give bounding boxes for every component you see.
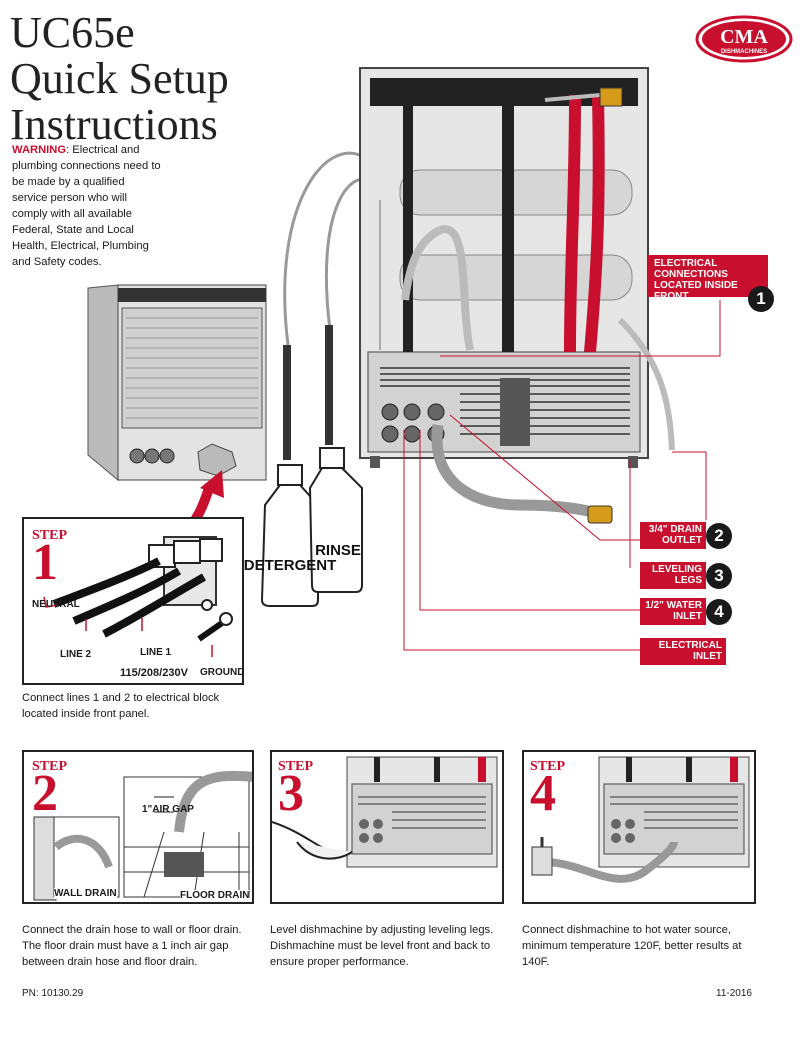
- step2-word: STEP: [32, 759, 68, 774]
- page-title: UC65e Quick Setup Instructions: [10, 10, 229, 148]
- callout-4-line-1: 1/2" WATER: [645, 600, 702, 611]
- step2-caption: Connect the drain hose to wall or floor …: [22, 924, 242, 968]
- step1-caption: Connect lines 1 and 2 to electrical bloc…: [22, 692, 220, 720]
- callout-2-line-1: 3/4" DRAIN: [648, 524, 702, 535]
- step1-number: 1: [32, 534, 58, 591]
- cma-logo: CMA DISHMACHINES: [695, 14, 793, 64]
- logo-brand: CMA: [720, 26, 768, 48]
- callout-number-1: 1: [748, 286, 774, 312]
- step1-label-neutral: NEUTRAL: [32, 599, 80, 610]
- title-line-3: Instructions: [10, 100, 218, 149]
- rinse-bottle: [308, 447, 363, 593]
- step1-illustration: [43, 536, 233, 657]
- callout-3-line-2: LEGS: [674, 575, 702, 586]
- step1-label-line1: LINE 1: [140, 647, 172, 658]
- step4-panel: STEP 4: [522, 750, 756, 904]
- step1-voltage: 115/208/230V: [120, 667, 188, 679]
- callout-number-3: 3: [706, 563, 732, 589]
- title-line-2: Quick Setup: [10, 54, 229, 103]
- part-number: PN: 10130.29: [22, 988, 84, 999]
- callout-5-line-2: INLET: [693, 651, 722, 662]
- callout-5-line-1: ELECTRICAL: [658, 640, 722, 651]
- step1-label-line2: LINE 2: [60, 649, 92, 660]
- step1-label-ground: GROUND: [200, 667, 245, 678]
- callout-drain-outlet: 3/4" DRAIN OUTLET: [640, 522, 706, 549]
- step3-caption: Level dishmachine by adjusting leveling …: [270, 924, 494, 968]
- detergent-bottle: [260, 464, 319, 607]
- step4-number: 4: [530, 765, 556, 822]
- warning-text: WARNING: Electrical and plumbing connect…: [12, 142, 162, 270]
- callout-1-line-2: LOCATED INSIDE FRONT: [654, 280, 738, 302]
- callout-4-line-2: INLET: [673, 611, 702, 622]
- step2-label-wall-drain: WALL DRAIN: [54, 888, 117, 899]
- revision-date: 11-2016: [716, 988, 752, 999]
- rinse-label: RINSE: [315, 542, 361, 559]
- callout-number-2: 2: [706, 523, 732, 549]
- callout-2-line-2: OUTLET: [662, 535, 702, 546]
- callout-electrical-connections: ELECTRICAL CONNECTIONS LOCATED INSIDE FR…: [648, 255, 768, 313]
- step2-panel: STEP 2 1"AIR GAP WALL DRAIN FLOOR DRAIN: [22, 750, 254, 904]
- warning-body: : Electrical and plumbing connections ne…: [12, 144, 161, 268]
- callout-1-line-3: PANEL: [654, 302, 688, 313]
- step3-number: 3: [278, 765, 304, 822]
- step1-panel: STEP 1 NEUTRAL LINE 2 LINE 1 GROUND 115/…: [22, 517, 244, 685]
- step3-panel: STEP 3: [270, 750, 504, 904]
- dishmachine-back: [359, 67, 675, 524]
- step3-illustration: [272, 756, 498, 868]
- step4-illustration: [531, 756, 750, 883]
- logo-sub: DISHMACHINES: [721, 49, 767, 55]
- step2-illustration: [33, 770, 252, 901]
- warning-label: WARNING: [12, 144, 67, 156]
- callout-3-line-1: LEVELING: [651, 564, 702, 575]
- step2-label-air-gap: 1"AIR GAP: [142, 804, 194, 815]
- step3-word: STEP: [278, 759, 314, 774]
- callout-number-4: 4: [706, 599, 732, 625]
- step4-word: STEP: [530, 759, 566, 774]
- title-line-1: UC65e: [10, 8, 135, 57]
- dishmachine-front: [87, 284, 267, 482]
- step2-label-floor-drain: FLOOR DRAIN: [180, 890, 250, 901]
- step2-number: 2: [32, 765, 58, 822]
- step4-caption: Connect dishmachine to hot water source,…: [522, 924, 742, 968]
- callout-1-line-1: ELECTRICAL CONNECTIONS: [654, 258, 728, 280]
- callout-leveling-legs: LEVELING LEGS: [640, 562, 706, 589]
- detergent-label: DETERGENT: [244, 557, 337, 574]
- callout-electrical-inlet: ELECTRICAL INLET: [640, 638, 726, 665]
- step1-word: STEP: [32, 528, 68, 543]
- callout-water-inlet: 1/2" WATER INLET: [640, 598, 706, 625]
